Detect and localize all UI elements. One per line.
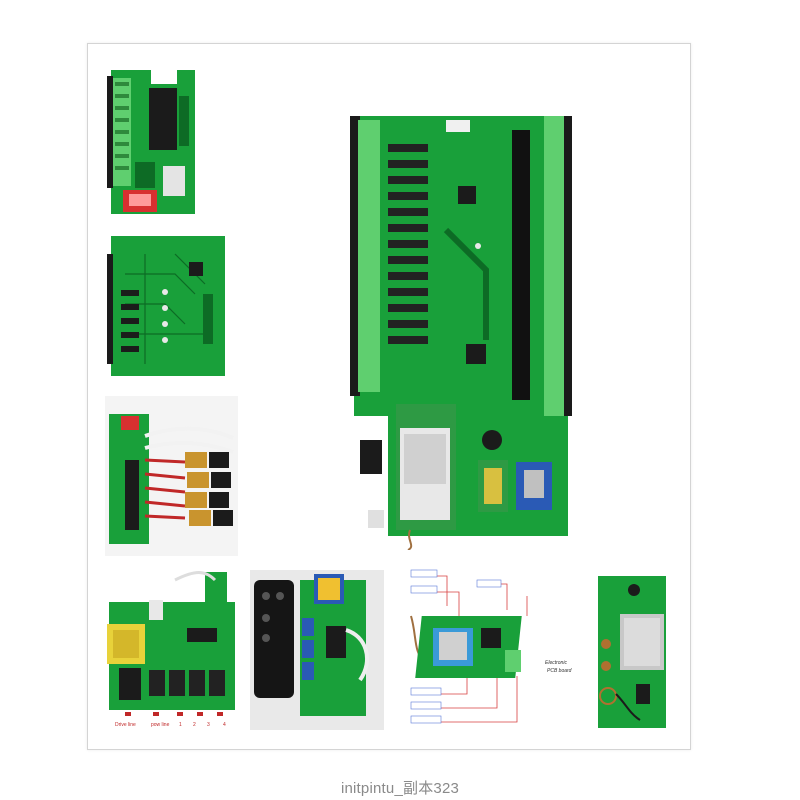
photo-collage-frame: Drive line pow line 1 2 3 4 [87, 43, 691, 750]
main-board-image [346, 110, 576, 550]
label-relay-2: 2 [193, 722, 196, 728]
photo-terminal-board [105, 66, 197, 218]
label-drive-line: Drive line [115, 722, 136, 728]
remote-board-image [250, 570, 384, 730]
label-electronic: Electronic [545, 660, 567, 666]
photo-sensor-board [105, 234, 227, 379]
sensor-board-image [105, 234, 227, 379]
photo-relay-board-transformer: Drive line pow line 1 2 3 4 [105, 570, 240, 730]
wifi-board-image: Electronic PCB board [407, 566, 579, 734]
photo-remote-control-board [250, 570, 384, 730]
terminal-board-image [105, 66, 197, 218]
label-relay-4: 4 [223, 722, 226, 728]
photo-shielded-board [596, 574, 668, 731]
label-pcb-board: PCB board [547, 668, 572, 674]
label-pow-line: pow line [151, 722, 170, 728]
photo-wifi-board-diagram: Electronic PCB board [407, 566, 579, 734]
label-relay-3: 3 [207, 722, 210, 728]
cable-board-image [105, 396, 238, 556]
shielded-board-image [596, 574, 668, 731]
photo-main-controller-board [346, 110, 576, 550]
relay-board-image: Drive line pow line 1 2 3 4 [105, 570, 240, 730]
label-relay-1: 1 [179, 722, 182, 728]
image-caption: initpintu_副本323 [340, 780, 460, 797]
photo-cable-board [105, 396, 238, 556]
